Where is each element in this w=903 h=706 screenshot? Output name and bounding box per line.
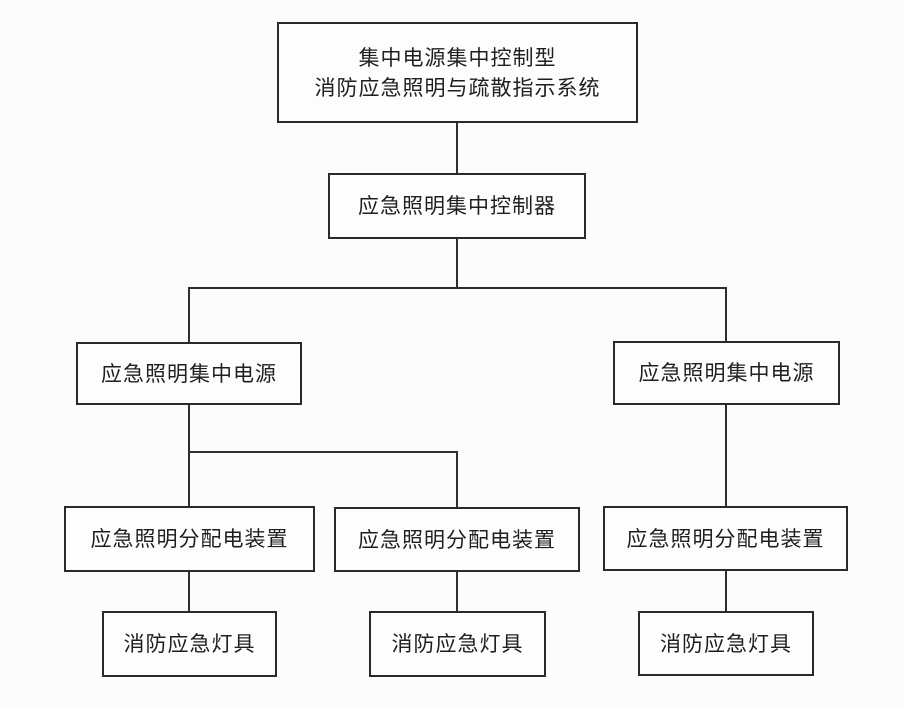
node-distribution-left: 应急照明分配电装置 — [64, 506, 315, 572]
node-emergency-lamp-right-label: 消防应急灯具 — [660, 631, 792, 656]
node-central-power-left-label: 应急照明集中电源 — [101, 361, 277, 386]
connector-branch-to-dist-middle — [456, 451, 458, 509]
node-distribution-left-label: 应急照明分配电装置 — [90, 527, 289, 551]
connector-controller-branch — [188, 287, 727, 289]
node-emergency-lamp-middle: 消防应急灯具 — [369, 611, 546, 677]
connector-root-to-controller — [456, 123, 458, 175]
node-distribution-right: 应急照明分配电装置 — [603, 506, 848, 571]
connector-power-left-branch — [188, 451, 458, 453]
node-central-controller: 应急照明集中控制器 — [328, 173, 586, 239]
node-central-controller-label: 应急照明集中控制器 — [358, 194, 556, 218]
node-system-root: 集中电源集中控制型 消防应急照明与疏散指示系统 — [277, 22, 638, 123]
connector-controller-drop — [456, 239, 458, 289]
node-emergency-lamp-left: 消防应急灯具 — [102, 611, 277, 677]
node-distribution-right-label: 应急照明分配电装置 — [626, 526, 825, 551]
node-system-root-line2: 消防应急照明与疏散指示系统 — [314, 75, 601, 100]
connector-dist-right-to-lamp-right — [725, 571, 727, 613]
node-system-root-line1: 集中电源集中控制型 — [358, 45, 557, 70]
node-distribution-middle-label: 应急照明分配电装置 — [358, 527, 556, 552]
connector-dist-middle-to-lamp-middle — [456, 572, 458, 613]
connector-branch-to-power-right — [725, 287, 727, 343]
node-emergency-lamp-right: 消防应急灯具 — [638, 611, 814, 676]
connector-branch-to-power-left — [188, 287, 190, 344]
connector-dist-left-to-lamp-left — [188, 572, 190, 613]
node-emergency-lamp-middle-label: 消防应急灯具 — [391, 632, 524, 656]
connector-power-right-to-dist-right — [725, 405, 727, 508]
connector-power-left-spine — [188, 405, 190, 508]
node-central-power-right: 应急照明集中电源 — [613, 341, 840, 405]
node-distribution-middle: 应急照明分配电装置 — [334, 507, 580, 572]
node-central-power-right-label: 应急照明集中电源 — [638, 361, 815, 385]
node-emergency-lamp-left-label: 消防应急灯具 — [123, 632, 256, 656]
node-central-power-left: 应急照明集中电源 — [76, 342, 302, 405]
